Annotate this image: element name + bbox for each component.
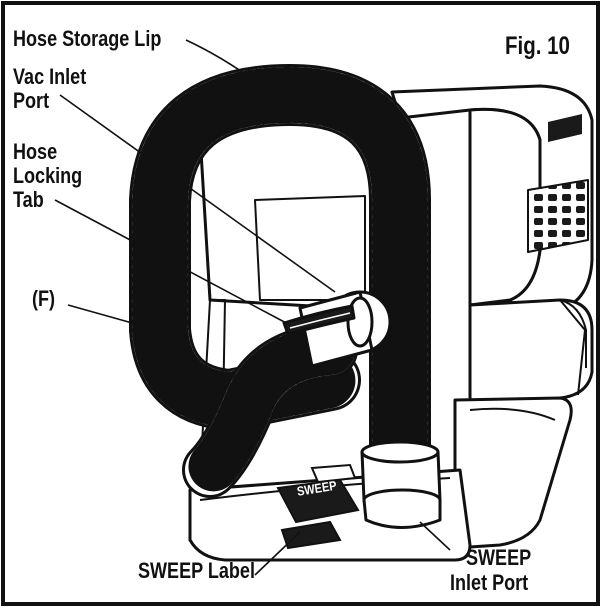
- label-sweep-inlet-port-line1: SWEEP: [466, 547, 531, 569]
- sweep-inlet-port: [362, 442, 440, 528]
- label-hose-locking-tab-line2: Locking: [13, 165, 82, 187]
- label-f: (F): [32, 288, 55, 310]
- vent-grille: [528, 180, 588, 252]
- label-sweep-inlet-port-line2: Inlet Port: [450, 572, 528, 594]
- label-vac-inlet-port-line1: Vac Inlet: [13, 66, 86, 88]
- label-hose-locking-tab-line3: Tab: [13, 189, 44, 211]
- label-hose-storage-lip: Hose Storage Lip: [13, 28, 161, 50]
- label-sweep-label: SWEEP Label: [138, 560, 255, 582]
- figure-title: Fig. 10: [505, 34, 570, 59]
- label-vac-inlet-port-line2: Port: [13, 90, 49, 112]
- label-hose-locking-tab-line1: Hose: [13, 141, 57, 163]
